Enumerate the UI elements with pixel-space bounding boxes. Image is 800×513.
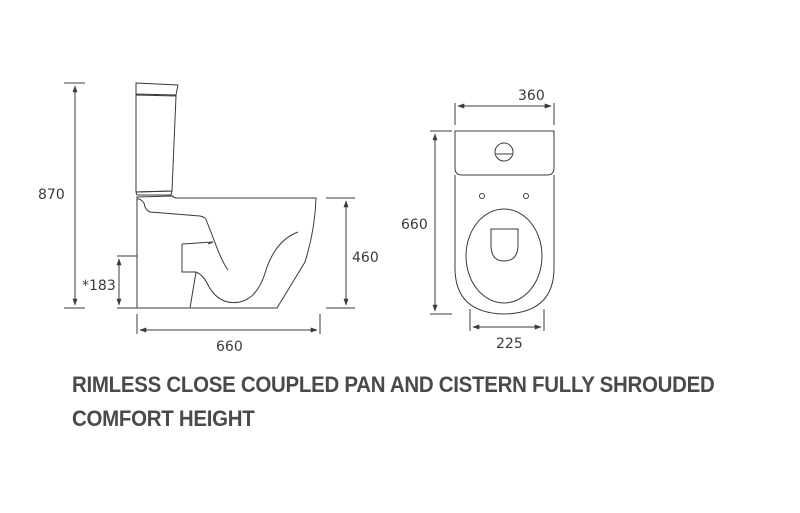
- top-width-label: 360: [518, 88, 545, 104]
- seat-height-label: 460: [352, 250, 379, 266]
- drain-outline: [490, 228, 519, 262]
- side-view: [120, 82, 317, 309]
- top-pan-outline: [454, 175, 555, 315]
- seat-fixing-hole-left: [479, 193, 485, 199]
- flush-button: [494, 142, 514, 162]
- pan-outline: [136, 195, 317, 309]
- top-view: [454, 130, 555, 315]
- seat-fixing-hole-right: [523, 193, 529, 199]
- product-title-line-1: RIMLESS CLOSE COUPLED PAN AND CISTERN FU…: [72, 372, 715, 397]
- depth-label: 660: [216, 339, 243, 355]
- side-view-dimensions: [64, 82, 355, 334]
- inlet-height-label: *183: [82, 278, 116, 294]
- bowl-outline: [465, 208, 543, 304]
- bowl-width-label: 225: [496, 336, 523, 352]
- top-cistern-outline: [454, 130, 555, 176]
- cistern-outline: [135, 82, 179, 196]
- product-title-line-2: COMFORT HEIGHT: [72, 406, 255, 431]
- top-length-label: 660: [401, 217, 428, 233]
- top-view-dimensions: [430, 103, 555, 331]
- overall-height-label: 870: [38, 187, 65, 203]
